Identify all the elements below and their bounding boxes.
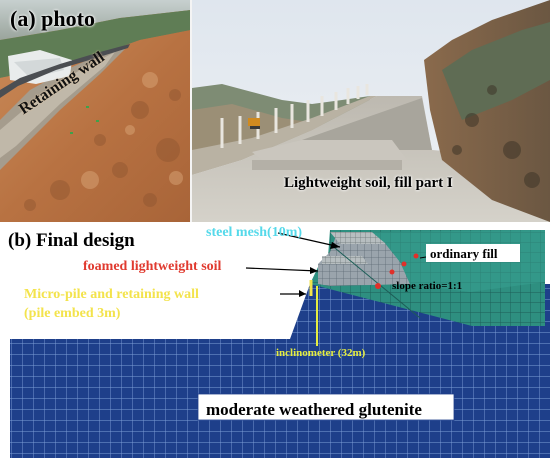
photo-divider: [190, 0, 193, 222]
steel-mesh-region: [330, 232, 386, 244]
inclinometer-label: inclinometer (32m): [276, 347, 366, 359]
finite-element-mesh: [10, 230, 550, 458]
lightweight-soil-fill-label: Lightweight soil, fill part I: [284, 175, 453, 191]
panel-b-label: (b) Final design: [8, 230, 135, 251]
panel-a-label: (a) photo: [10, 6, 95, 31]
retaining-wall-photo: [0, 0, 191, 222]
micro-pile-label-line1: Micro-pile and retaining wall: [24, 287, 199, 302]
glutenite-label: moderate weathered glutenite: [206, 400, 422, 419]
steel-mesh-label: steel mesh(10m): [206, 225, 303, 240]
lightweight-soil-fill-photo: [192, 0, 550, 222]
design-panel: (b) Final design steel mesh(10m) foamed …: [0, 222, 550, 462]
micro-pile-label: Micro-pile and retaining wall (pile embe…: [24, 285, 199, 323]
slope-ratio-label: slope ratio=1:1: [392, 280, 463, 292]
photo-panel: (a) photo Retaining wall Lightweight soi…: [0, 0, 550, 222]
micro-pile-label-line2: (pile embed 3m): [24, 306, 121, 321]
foamed-soil-label: foamed lightweight soil: [83, 259, 222, 274]
ordinary-fill-label: ordinary fill: [430, 246, 498, 261]
